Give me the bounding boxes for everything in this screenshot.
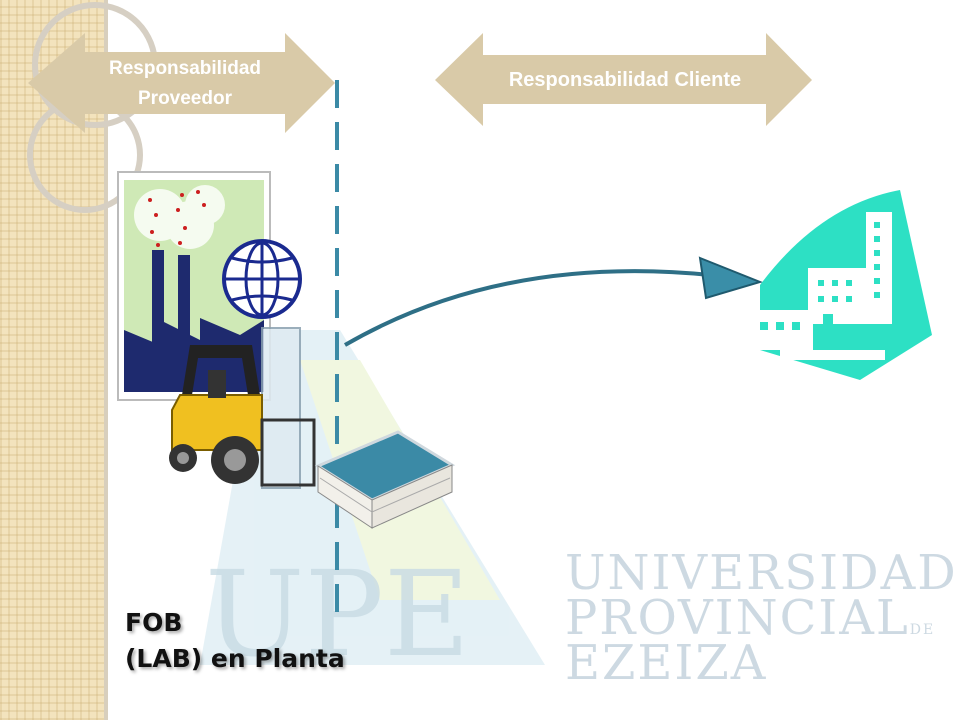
watermark-line-1: UNIVERSIDAD (565, 545, 958, 601)
shipping-arrowhead (698, 256, 764, 300)
pallet-icon (314, 430, 456, 529)
building-icon (748, 190, 932, 380)
incoterm-code: FOB (125, 608, 183, 637)
watermark-line-2: PROVINCIALDE (565, 590, 935, 646)
incoterm-caption: FOB (LAB) en Planta (125, 605, 345, 677)
forklift-icon (169, 327, 316, 489)
watermark-line-2-text: PROVINCIAL (565, 590, 910, 646)
shipping-curve (343, 269, 711, 347)
incoterm-description: (LAB) en Planta (125, 644, 345, 673)
client-responsibility-arrow (435, 33, 812, 126)
client-responsibility-label: Responsabilidad Cliente (508, 69, 742, 91)
watermark-line-2-suffix: DE (909, 622, 936, 638)
globe-icon (222, 239, 302, 319)
provider-responsibility-label: Responsabilidad Proveedor (108, 58, 262, 109)
strip-edge (104, 0, 108, 720)
watermark-line-3: EZEIZA (565, 635, 768, 691)
provider-responsibility-arrow (28, 33, 335, 133)
decorative-side-strip (0, 0, 107, 720)
